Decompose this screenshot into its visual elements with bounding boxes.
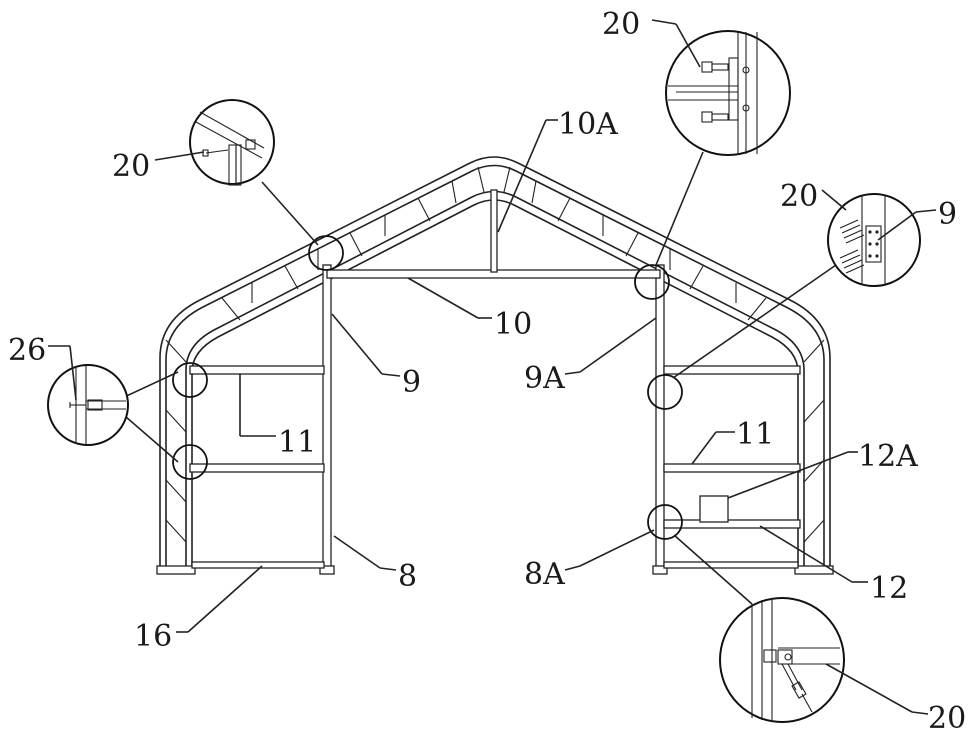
labels: 20 10A 20 20 9 26 10 9 9A 11 11 12A 8 8A… <box>8 7 966 736</box>
detail-top-left <box>189 99 275 186</box>
label-9: 9 <box>402 365 421 400</box>
label-20-right: 20 <box>780 179 818 214</box>
left-wall-lattice <box>165 339 187 543</box>
label-20-top: 20 <box>602 7 640 42</box>
wall-rails <box>189 365 801 569</box>
detail-right <box>827 193 921 287</box>
label-20-left: 20 <box>112 149 150 184</box>
label-16: 16 <box>134 619 172 654</box>
detail-top-right <box>665 30 791 156</box>
detail-left <box>47 364 129 446</box>
label-11-left: 11 <box>278 425 316 460</box>
label-8: 8 <box>398 559 417 594</box>
door-frame <box>319 189 668 575</box>
detail-leaders <box>117 151 837 605</box>
label-8a: 8A <box>524 557 565 592</box>
bolt-upper <box>839 219 865 244</box>
bolt-lower <box>839 249 865 274</box>
label-9-detail: 9 <box>938 197 957 232</box>
label-11-right: 11 <box>736 417 774 452</box>
detail-bottom-right <box>719 597 845 723</box>
right-lattice <box>503 166 767 321</box>
right-wall-lattice <box>803 339 825 543</box>
label-leaders <box>48 19 937 715</box>
bracket-12a <box>699 495 729 523</box>
label-20-bottom: 20 <box>928 701 966 736</box>
label-26: 26 <box>8 333 46 368</box>
label-12a: 12A <box>858 439 918 474</box>
highlight-circles <box>172 235 683 540</box>
label-12: 12 <box>870 571 908 606</box>
label-10a: 10A <box>558 107 618 142</box>
label-9a: 9A <box>524 361 565 396</box>
label-10: 10 <box>494 307 532 342</box>
left-lattice <box>221 166 485 321</box>
